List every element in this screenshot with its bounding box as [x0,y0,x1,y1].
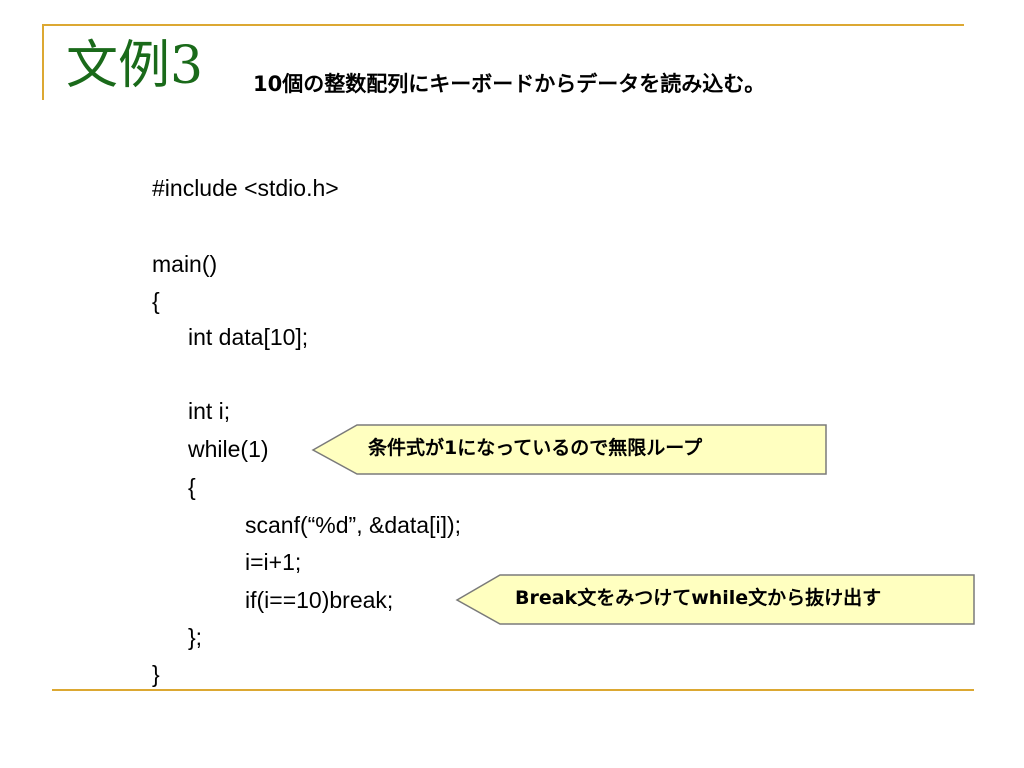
code-line: }; [188,624,203,650]
callout-1-text: 条件式が1になっているので無限ループ [368,437,703,459]
callout-2-bubble [455,574,975,625]
code-line: int i; [188,398,231,424]
code-line: } [152,661,160,687]
code-line: { [188,474,196,500]
code-line: int data[10]; [188,324,309,350]
top-rule [42,24,964,26]
code-line: i=i+1; [245,549,302,575]
code-line: main() [152,251,218,277]
code-line: scanf(“%d”, &data[i]); [245,512,462,538]
code-line: #include <stdio.h> [152,175,339,201]
slide-subtitle: 10個の整数配列にキーボードからデータを読み込む。 [253,72,766,96]
code-line: while(1) [188,436,269,462]
callout-2-text: Break文をみつけてwhile文から抜け出す [515,587,882,609]
left-rule [42,24,44,100]
bottom-rule [52,689,974,691]
slide-title: 文例3 [66,36,204,96]
code-line: { [152,288,160,314]
code-line: if(i==10)break; [245,587,394,613]
callout-1-bubble [311,424,827,475]
